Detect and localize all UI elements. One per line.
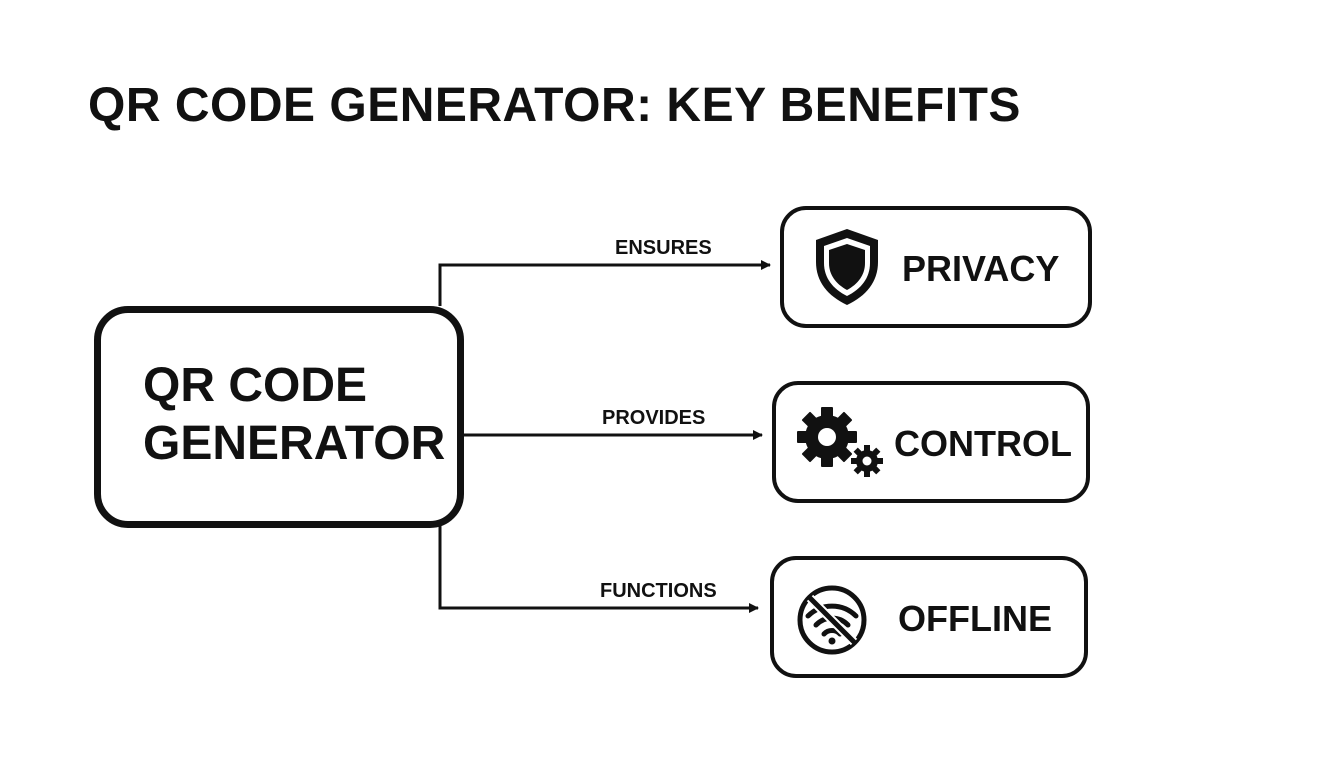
shield-icon [816, 229, 878, 305]
target-node-offline: OFFLINE [770, 556, 1088, 678]
edge-line-functions [438, 521, 759, 613]
target-node-control: CONTROL [772, 381, 1090, 503]
source-label-line-1: QR CODE [143, 359, 368, 412]
edge-label-provides: PROVIDES [602, 407, 706, 429]
source-node-qr-code-generator: QR CODE GENERATOR [94, 306, 464, 528]
edge-line-ensures [438, 260, 771, 306]
target-label-privacy: PRIVACY [902, 248, 1060, 289]
edge-label-ensures: ENSURES [615, 237, 712, 259]
diagram-title: QR CODE GENERATOR: KEY BENEFITS [88, 79, 1021, 132]
target-node-privacy: PRIVACY [780, 206, 1092, 328]
target-label-offline: OFFLINE [898, 598, 1052, 639]
gears-icon [797, 407, 883, 477]
target-label-control: CONTROL [894, 423, 1072, 464]
edge-label-functions: FUNCTIONS [600, 580, 717, 602]
source-node-label: QR CODE GENERATOR [143, 357, 445, 473]
no-wifi-icon [797, 585, 867, 655]
source-label-line-2: GENERATOR [143, 417, 446, 470]
